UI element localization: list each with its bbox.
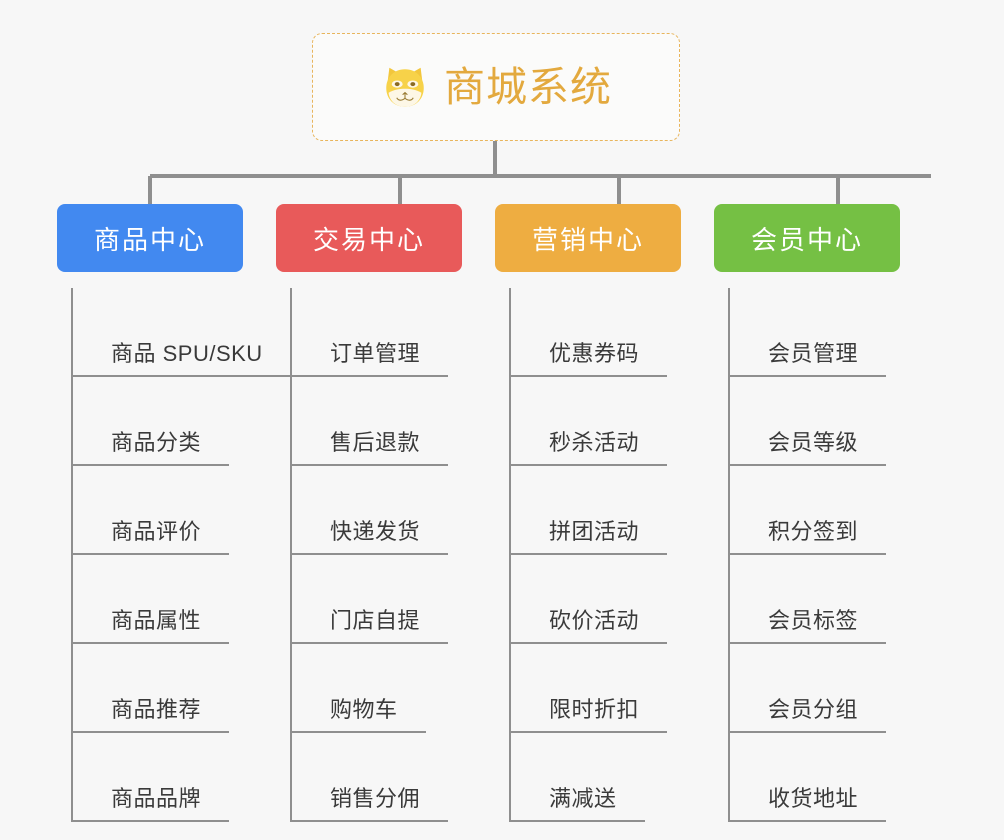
leaf-item[interactable]: 商品推荐 [73,644,276,733]
leaf-item[interactable]: 快递发货 [292,466,495,555]
leaf-label: 订单管理 [330,341,421,366]
leaf-label: 门店自提 [330,608,421,633]
leaf-label: 会员管理 [768,341,859,366]
leaf-item[interactable]: 积分签到 [730,466,933,555]
leaf-item[interactable]: 砍价活动 [511,555,714,644]
leaf-item[interactable]: 限时折扣 [511,644,714,733]
leaf-label: 商品评价 [111,519,202,544]
branch-columns: 商品中心 商品 SPU/SKU 商品分类 商品评价 商品属性 商品推荐 商品品牌… [0,204,1004,822]
leaf-label: 商品品牌 [111,786,202,811]
leaf-label: 商品推荐 [111,697,202,722]
shiba-dog-face-icon [386,67,424,107]
leaf-item[interactable]: 门店自提 [292,555,495,644]
leaf-label: 商品 SPU/SKU [111,341,263,366]
leaf-label: 拼团活动 [549,519,640,544]
leaf-item[interactable]: 商品评价 [73,466,276,555]
leaf-label: 砍价活动 [549,608,640,633]
leaf-item[interactable]: 优惠券码 [511,288,714,377]
branch-column-1: 交易中心 订单管理 售后退款 快递发货 门店自提 购物车 销售分佣 [276,204,495,822]
branch-header-1[interactable]: 交易中心 [276,204,462,272]
branch-column-2: 营销中心 优惠券码 秒杀活动 拼团活动 砍价活动 限时折扣 满减送 [495,204,714,822]
branch-column-0: 商品中心 商品 SPU/SKU 商品分类 商品评价 商品属性 商品推荐 商品品牌 [57,204,291,822]
leaf-label: 商品分类 [111,430,202,455]
leaf-item[interactable]: 会员管理 [730,288,933,377]
leaf-item[interactable]: 满减送 [511,733,714,822]
leaf-label: 满减送 [549,786,617,811]
leaf-label: 商品属性 [111,608,202,633]
branch-header-label-2: 营销中心 [531,224,644,255]
branch-leaf-list-2: 优惠券码 秒杀活动 拼团活动 砍价活动 限时折扣 满减送 [509,288,714,822]
leaf-label: 秒杀活动 [549,430,640,455]
root-node[interactable]: 商城系统 [312,33,680,141]
page-title: 商城系统 [444,63,612,110]
leaf-label: 积分签到 [768,519,859,544]
leaf-label: 购物车 [330,697,398,722]
leaf-label: 收货地址 [768,786,859,811]
leaf-item[interactable]: 秒杀活动 [511,377,714,466]
leaf-item[interactable]: 会员标签 [730,555,933,644]
leaf-item[interactable]: 售后退款 [292,377,495,466]
leaf-label: 快递发货 [330,519,421,544]
branch-header-label-1: 交易中心 [312,224,425,255]
branch-header-2[interactable]: 营销中心 [495,204,681,272]
leaf-label: 售后退款 [330,430,421,455]
leaf-label: 会员分组 [768,697,859,722]
leaf-label: 销售分佣 [330,786,421,811]
branch-header-label-3: 会员中心 [750,224,863,255]
branch-header-label-0: 商品中心 [93,224,206,255]
branch-header-3[interactable]: 会员中心 [714,204,900,272]
leaf-item[interactable]: 订单管理 [292,288,495,377]
leaf-label: 会员标签 [768,608,859,633]
leaf-label: 优惠券码 [549,341,640,366]
branch-leaf-list-0: 商品 SPU/SKU 商品分类 商品评价 商品属性 商品推荐 商品品牌 [71,288,291,822]
leaf-item[interactable]: 会员等级 [730,377,933,466]
leaf-item[interactable]: 商品 SPU/SKU [73,288,291,377]
leaf-item[interactable]: 收货地址 [730,733,933,822]
leaf-label: 限时折扣 [549,697,640,722]
leaf-item[interactable]: 商品属性 [73,555,276,644]
branch-column-3: 会员中心 会员管理 会员等级 积分签到 会员标签 会员分组 收货地址 [714,204,933,822]
branch-header-0[interactable]: 商品中心 [57,204,243,272]
leaf-item[interactable]: 商品分类 [73,377,276,466]
leaf-item[interactable]: 销售分佣 [292,733,495,822]
leaf-item[interactable]: 拼团活动 [511,466,714,555]
branch-leaf-list-1: 订单管理 售后退款 快递发货 门店自提 购物车 销售分佣 [290,288,495,822]
leaf-item[interactable]: 会员分组 [730,644,933,733]
leaf-item[interactable]: 商品品牌 [73,733,276,822]
branch-leaf-list-3: 会员管理 会员等级 积分签到 会员标签 会员分组 收货地址 [728,288,933,822]
leaf-item[interactable]: 购物车 [292,644,495,733]
leaf-label: 会员等级 [768,430,859,455]
